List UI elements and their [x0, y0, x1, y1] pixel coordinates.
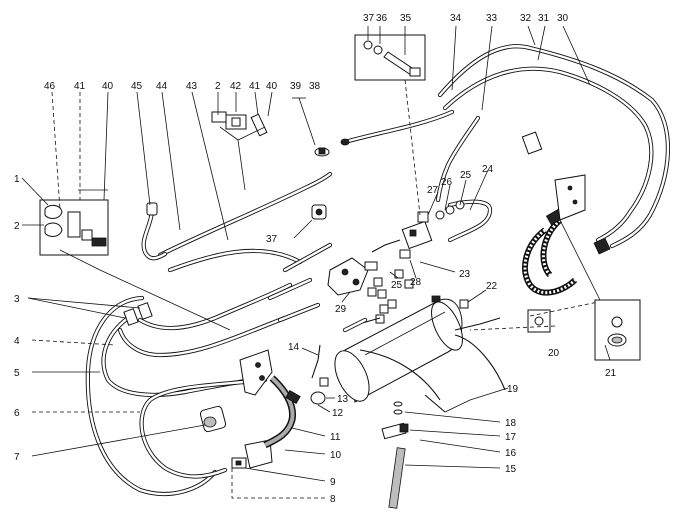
fitting-20 — [527, 309, 551, 333]
label-7: 7 — [14, 452, 20, 463]
label-31: 31 — [538, 13, 550, 24]
pipe-43 — [167, 248, 303, 273]
label-34: 34 — [450, 13, 462, 24]
hose-lower — [263, 375, 301, 449]
label-24: 24 — [482, 164, 494, 175]
label-37-middle: 37 — [266, 234, 278, 245]
inset-left — [39, 199, 231, 331]
fittings-12-13 — [310, 344, 329, 405]
label-16: 16 — [505, 448, 517, 459]
label-41-top: 41 — [249, 81, 261, 92]
label-37: 37 — [363, 13, 375, 24]
label-39: 39 — [290, 81, 302, 92]
fittings-25-28 — [354, 269, 414, 326]
label-1: 1 — [14, 174, 20, 185]
valve-block-29 — [327, 257, 397, 309]
pipe-44 — [157, 171, 333, 258]
leader-38-39 — [292, 97, 316, 146]
label-22: 22 — [486, 281, 498, 292]
pipe-6 — [85, 295, 268, 497]
label-8: 8 — [330, 494, 336, 505]
valve-block-upper — [371, 200, 465, 259]
label-30: 30 — [557, 13, 569, 24]
label-40-top: 40 — [266, 81, 278, 92]
label-5: 5 — [14, 368, 20, 379]
label-45: 45 — [131, 81, 143, 92]
label-36: 36 — [376, 13, 388, 24]
fitting-7 — [199, 405, 227, 433]
label-41: 41 — [74, 81, 86, 92]
label-15: 15 — [505, 464, 517, 475]
label-23: 23 — [459, 269, 471, 280]
label-32: 32 — [520, 13, 532, 24]
label-40: 40 — [102, 81, 114, 92]
fittings-3 — [123, 302, 153, 326]
label-46: 46 — [44, 81, 56, 92]
pipe-loop-inner — [442, 66, 654, 243]
label-43: 43 — [186, 81, 198, 92]
fitting-37b — [311, 204, 327, 220]
inset-38-42 — [211, 111, 330, 191]
inset-35-37 — [354, 34, 426, 216]
label-25-lower: 25 — [391, 280, 403, 291]
fitting-9 — [231, 457, 247, 469]
label-11: 11 — [330, 432, 341, 443]
label-19: 19 — [507, 384, 519, 395]
drain-assembly — [381, 401, 409, 509]
label-10: 10 — [330, 450, 342, 461]
label-2-left: 2 — [14, 221, 20, 232]
tank-strap — [359, 334, 506, 413]
pipe-middle — [267, 242, 368, 333]
label-14: 14 — [288, 342, 300, 353]
label-18: 18 — [505, 418, 517, 429]
label-20: 20 — [548, 348, 560, 359]
label-9: 9 — [330, 477, 336, 488]
label-42: 42 — [230, 81, 242, 92]
pipe-45 — [141, 202, 168, 261]
label-26: 26 — [441, 177, 453, 188]
label-27: 27 — [427, 185, 439, 196]
pipe-34 — [340, 109, 455, 146]
pipe-3 — [117, 282, 293, 358]
valve-21 — [594, 299, 641, 361]
label-2-top: 2 — [215, 81, 221, 92]
pipe-24 — [447, 199, 493, 243]
leader-lines — [21, 25, 611, 499]
label-13: 13 — [337, 394, 349, 405]
callout-labels: 37 36 35 34 33 32 31 30 46 41 40 45 44 4… — [14, 13, 617, 505]
label-28: 28 — [410, 277, 422, 288]
label-44: 44 — [156, 81, 168, 92]
label-25-upper: 25 — [460, 170, 472, 181]
label-4: 4 — [14, 336, 20, 347]
pipe-33 — [435, 115, 481, 203]
air-tank — [334, 295, 463, 403]
label-17: 17 — [505, 432, 517, 443]
label-12: 12 — [332, 408, 344, 419]
label-6: 6 — [14, 408, 20, 419]
label-33: 33 — [486, 13, 498, 24]
pipe-loop-outer — [437, 44, 670, 249]
label-38: 38 — [309, 81, 321, 92]
fittings-22 — [454, 299, 501, 331]
label-21: 21 — [605, 368, 617, 379]
label-35: 35 — [400, 13, 412, 24]
label-3: 3 — [14, 294, 20, 305]
bracket-lower — [239, 349, 273, 469]
hose-31 — [522, 208, 611, 296]
bracket-30 — [521, 131, 586, 221]
label-29: 29 — [335, 304, 347, 315]
